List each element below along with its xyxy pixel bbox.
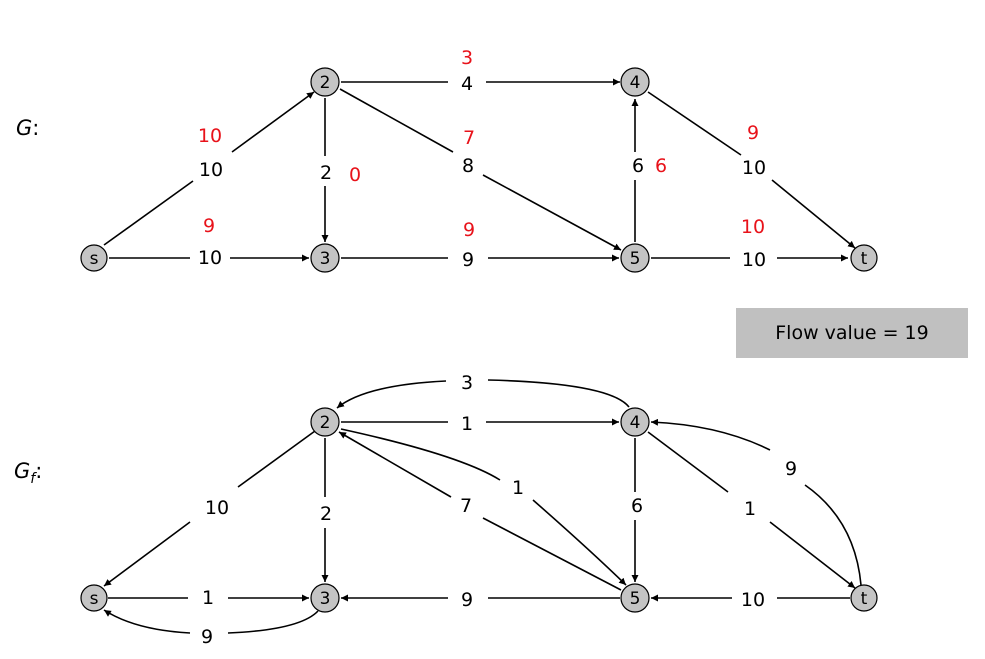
residual-capacity-label: 6 xyxy=(631,495,643,517)
capacity-label: 2 xyxy=(320,162,332,184)
svg-text:s: s xyxy=(90,589,99,609)
flow-label: 9 xyxy=(203,215,215,237)
svg-text:2: 2 xyxy=(320,413,331,433)
flow-label: 7 xyxy=(463,127,475,149)
graph-g-label: G: xyxy=(16,116,39,140)
residual-node-3: 3 xyxy=(310,583,340,613)
residual-edge-2-s xyxy=(237,430,316,488)
residual-node-5: 5 xyxy=(620,583,650,613)
svg-text:4: 4 xyxy=(630,413,641,433)
svg-text:3: 3 xyxy=(320,249,331,269)
residual-capacity-label: 1 xyxy=(202,587,214,609)
residual-edge-4-2 xyxy=(487,379,630,408)
node-4: 4 xyxy=(620,67,650,97)
residual-edge-2-5-head xyxy=(532,499,627,586)
flow-label: 10 xyxy=(198,125,222,147)
residual-edge-2-s-head xyxy=(103,521,191,587)
edge-s-2-head xyxy=(231,91,315,153)
residual-edge-t-4-head xyxy=(650,418,771,451)
residual-capacity-label: 9 xyxy=(785,458,797,480)
residual-capacity-label: 9 xyxy=(201,626,213,648)
svg-text:2: 2 xyxy=(320,73,331,93)
residual-edge-4-t-head xyxy=(769,521,856,589)
node-2: 2 xyxy=(310,67,340,97)
capacity-label: 10 xyxy=(742,249,766,271)
node-5: 5 xyxy=(620,243,650,273)
capacity-label: 8 xyxy=(462,155,474,177)
residual-edge-5-2 xyxy=(482,517,622,591)
residual-node-4: 4 xyxy=(620,407,650,437)
residual-capacity-label: 10 xyxy=(205,497,229,519)
residual-edge-4-2-head xyxy=(336,380,447,409)
edge-2-5-head xyxy=(482,174,622,251)
capacity-label: 10 xyxy=(199,159,223,181)
residual-capacity-label: 1 xyxy=(461,413,473,435)
svg-text:3: 3 xyxy=(320,589,331,609)
residual-node-s: s xyxy=(80,584,108,612)
residual-edge-2-5 xyxy=(340,428,501,481)
capacity-label: 4 xyxy=(461,73,473,95)
node-s: s xyxy=(80,244,108,272)
edge-4-t-head xyxy=(771,179,856,249)
flow-label: 9 xyxy=(747,122,759,144)
flow-label: 6 xyxy=(655,155,667,177)
residual-graph-gf: 10 1 9 2 3 1 1 7 6 9 1 9 10 s 2 3 4 5 t xyxy=(80,372,878,648)
flow-label: 0 xyxy=(349,164,361,186)
residual-capacity-label: 10 xyxy=(741,589,765,611)
node-3: 3 xyxy=(310,243,340,273)
edge-s-2 xyxy=(103,180,194,246)
svg-text:t: t xyxy=(861,589,868,609)
capacity-label: 10 xyxy=(198,247,222,269)
svg-text:5: 5 xyxy=(630,589,641,609)
residual-node-t: t xyxy=(850,584,878,612)
network-g: 10 10 2 4 8 9 6 10 10 10 9 0 3 7 9 6 9 1… xyxy=(80,47,878,273)
flow-value-text: Flow value = 19 xyxy=(775,322,929,344)
capacity-label: 9 xyxy=(462,249,474,271)
residual-capacity-label: 1 xyxy=(512,477,524,499)
flow-label: 10 xyxy=(741,216,765,238)
residual-capacity-label: 1 xyxy=(744,498,756,520)
residual-capacity-label: 3 xyxy=(461,372,473,394)
graph-gf-label: Gf: xyxy=(14,459,42,487)
capacity-label: 10 xyxy=(742,157,766,179)
residual-edge-4-t xyxy=(647,431,729,493)
flow-label: 3 xyxy=(461,47,473,69)
residual-capacity-label: 9 xyxy=(461,589,473,611)
residual-edge-3-s xyxy=(227,610,319,634)
edge-4-t xyxy=(647,91,742,156)
residual-edge-t-4 xyxy=(804,484,862,586)
svg-text:s: s xyxy=(90,249,99,269)
capacity-label: 6 xyxy=(632,155,644,177)
residual-node-2: 2 xyxy=(310,407,340,437)
residual-edge-3-s-head xyxy=(103,609,191,634)
svg-text:t: t xyxy=(861,249,868,269)
residual-capacity-label: 2 xyxy=(320,503,332,525)
edge-2-5 xyxy=(339,88,454,153)
flow-value-box: Flow value = 19 xyxy=(736,308,968,358)
flow-label: 9 xyxy=(463,219,475,241)
svg-text:4: 4 xyxy=(630,73,641,93)
svg-text:5: 5 xyxy=(630,249,641,269)
residual-capacity-label: 7 xyxy=(460,495,472,517)
residual-edge-5-2-head xyxy=(338,431,452,498)
node-t: t xyxy=(850,244,878,272)
